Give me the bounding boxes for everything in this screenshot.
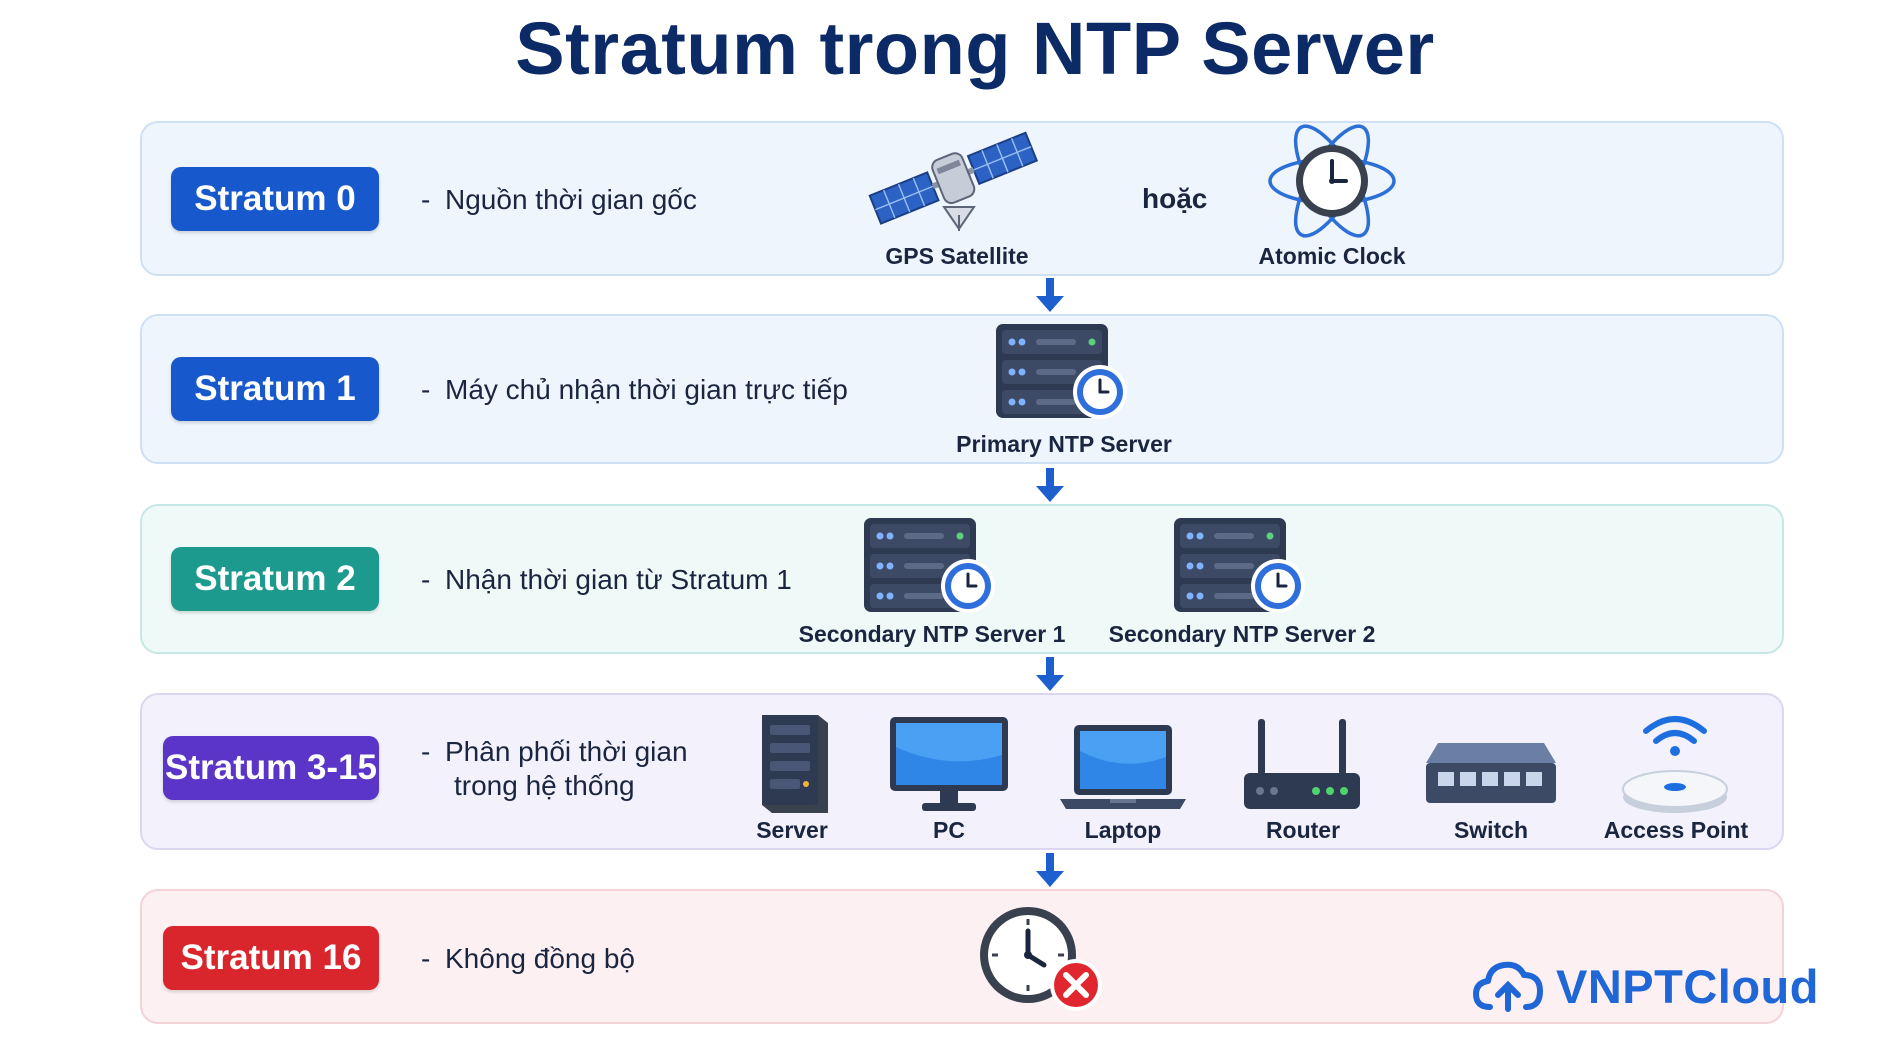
desc-text: Không đồng bộ (445, 943, 635, 974)
brand-name: VNPTCloud (1556, 959, 1819, 1013)
desc-text: Nguồn thời gian gốc (445, 184, 697, 215)
badge-stratum-2: Stratum 2 (171, 547, 379, 611)
row-stratum-1: Stratum 1 -Máy chủ nhận thời gian trực t… (140, 314, 1784, 464)
caption-server: Server (756, 817, 828, 843)
caption-router: Router (1265, 817, 1341, 843)
arrow-down-icon (1036, 278, 1064, 312)
desc-stratum-1: -Máy chủ nhận thời gian trực tiếp (421, 374, 848, 405)
caption-pc: PC (933, 817, 965, 843)
arrow-down-icon (1036, 853, 1064, 887)
access-point-icon (1622, 716, 1728, 813)
cloud-upload-icon (1473, 961, 1543, 1012)
caption-switch: Switch (1453, 817, 1529, 843)
caption-atomic-clock: Atomic Clock (1258, 243, 1406, 269)
desc-stratum-16: -Không đồng bộ (421, 943, 635, 974)
badge-stratum-16: Stratum 16 (163, 926, 379, 990)
laptop-icon (1060, 725, 1186, 809)
page-title: Stratum trong NTP Server (515, 7, 1435, 90)
switch-icon (1426, 743, 1556, 803)
brand-logo: VNPTCloud (1472, 956, 1819, 1016)
arrow-down-icon (1036, 657, 1064, 691)
caption-primary-ntp-server: Primary NTP Server (956, 431, 1172, 457)
router-icon (1244, 719, 1360, 809)
monitor-icon (890, 717, 1008, 811)
row-stratum-3-15: Stratum 3-15 -Phân phối thời gian trong … (140, 693, 1784, 850)
desc-text: Nhận thời gian từ Stratum 1 (445, 564, 792, 595)
desc-text: Máy chủ nhận thời gian trực tiếp (445, 374, 848, 405)
row-stratum-2: Stratum 2 -Nhận thời gian từ Stratum 1 S… (140, 504, 1784, 654)
caption-laptop: Laptop (1084, 817, 1162, 843)
desc-stratum-2: -Nhận thời gian từ Stratum 1 (421, 564, 792, 595)
badge-stratum-0: Stratum 0 (171, 167, 379, 231)
server-clock-icon (1174, 518, 1305, 613)
arrow-down-icon (1036, 468, 1064, 502)
or-label: hoặc (1142, 183, 1208, 214)
caption-access-point: Access Point (1603, 817, 1749, 843)
server-clock-icon (864, 518, 995, 613)
server-clock-icon (996, 324, 1127, 419)
desc-text-line2: trong hệ thống (454, 770, 635, 801)
clock-error-icon (980, 907, 1102, 1011)
badge-stratum-1: Stratum 1 (171, 357, 379, 421)
desc-text-line1: Phân phối thời gian (445, 736, 688, 767)
atomic-clock-icon (1268, 124, 1396, 238)
row-stratum-0: Stratum 0 -Nguồn thời gian gốc GPS Satel… (140, 121, 1784, 276)
desc-stratum-3-15: -Phân phối thời gian trong hệ thống (421, 736, 688, 801)
badge-stratum-3-15: Stratum 3-15 (163, 736, 379, 800)
caption-secondary-ntp-server-2: Secondary NTP Server 2 (1108, 621, 1376, 647)
satellite-icon (868, 131, 1039, 231)
tower-server-icon (762, 715, 828, 813)
caption-gps-satellite: GPS Satellite (885, 243, 1029, 269)
caption-secondary-ntp-server-1: Secondary NTP Server 1 (798, 621, 1066, 647)
desc-stratum-0: -Nguồn thời gian gốc (421, 184, 697, 215)
